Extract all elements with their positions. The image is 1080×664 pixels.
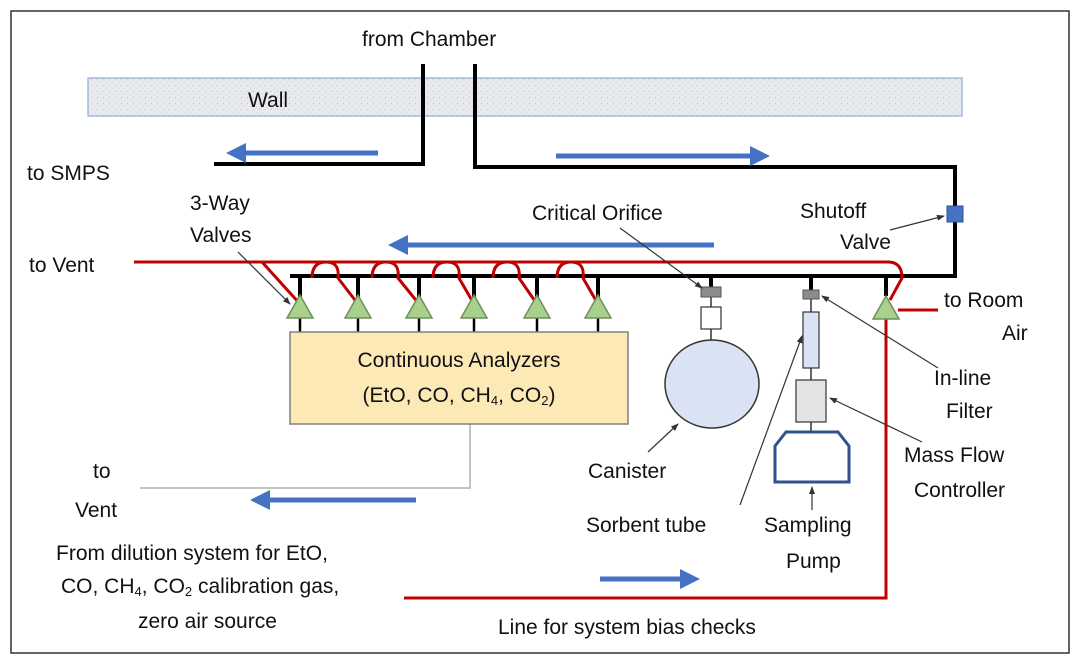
- flow-arrows: [226, 143, 770, 589]
- pointer-mass-flow: [829, 397, 923, 443]
- valve-icon: [343, 293, 373, 319]
- label-mass-flow-1: Mass Flow: [904, 444, 1005, 467]
- callout-lines: [237, 214, 945, 510]
- pointer-sorbent-tube: [739, 335, 803, 506]
- label-sampling-pump-1: Sampling: [764, 514, 852, 537]
- bias-valve-icon: [871, 294, 901, 320]
- label-analyzers-1: Continuous Analyzers: [357, 349, 560, 372]
- outer-border: [10, 10, 1070, 654]
- label-sorbent-tube: Sorbent tube: [586, 514, 706, 537]
- pointer-critical-orifice: [619, 227, 703, 289]
- analyzer-inlets: [298, 318, 600, 332]
- wall: [87, 77, 963, 117]
- bias-check-line: [404, 318, 888, 600]
- valve-icon: [522, 293, 552, 319]
- canister-icon: [664, 339, 760, 429]
- mass-flow-controller-icon: [795, 379, 827, 423]
- tubing-to-smps: [214, 64, 425, 166]
- label-sampling-pump-2: Pump: [786, 550, 841, 573]
- label-shutoff-valve-1: Shutoff: [800, 200, 866, 223]
- label-critical-orifice: Critical Orifice: [532, 202, 663, 225]
- label-analyzers-2: (EtO, CO, CH4, CO2): [363, 384, 556, 408]
- label-to-room-air-1: to Room: [944, 289, 1023, 312]
- label-dilution-3: zero air source: [138, 610, 277, 633]
- canister-fitting: [700, 306, 722, 330]
- pointer-canister: [647, 423, 679, 453]
- label-mass-flow-2: Controller: [914, 479, 1005, 502]
- valve-icon: [404, 293, 434, 319]
- label-wall: Wall: [248, 89, 288, 112]
- vent-lines: [134, 260, 938, 600]
- valve-icon: [583, 293, 613, 319]
- label-three-way-valves-2: Valves: [190, 224, 251, 247]
- label-to-vent-bottom-1: to: [93, 460, 111, 483]
- label-three-way-valves-1: 3-Way: [190, 192, 250, 215]
- vent-loop-valve-2: [310, 260, 360, 305]
- valve-icon: [285, 293, 315, 319]
- sampling-pump-icon: [773, 430, 851, 484]
- vent-loop-valve-6: [555, 260, 600, 305]
- pointer-three-way-valves: [237, 251, 291, 305]
- three-way-valves: [285, 293, 901, 320]
- sorbent-tube-icon: [802, 311, 820, 369]
- pointer-inline-filter: [821, 295, 939, 369]
- label-inline-filter-2: Filter: [946, 400, 993, 423]
- label-dilution-1: From dilution system for EtO,: [56, 542, 328, 565]
- label-bias-line: Line for system bias checks: [498, 616, 756, 639]
- label-shutoff-valve-2: Valve: [840, 231, 891, 254]
- label-inline-filter-1: In-line: [934, 367, 991, 390]
- label-dilution-2: CO, CH4, CO2 calibration gas,: [61, 575, 339, 599]
- label-to-vent-bottom-2: Vent: [75, 499, 117, 522]
- label-to-smps: to SMPS: [27, 162, 110, 185]
- inline-filter-icon: [802, 289, 820, 300]
- shutoff-valve-icon: [946, 205, 964, 223]
- continuous-analyzers-box: [289, 331, 629, 425]
- vent-loop-valve-4: [431, 260, 476, 305]
- label-canister: Canister: [588, 460, 666, 483]
- vent-loop-valve-3: [370, 260, 421, 305]
- label-to-room-air-2: Air: [1002, 322, 1028, 345]
- label-from-chamber: from Chamber: [362, 28, 496, 51]
- vent-loop-end: [887, 260, 904, 301]
- label-to-vent-top: to Vent: [29, 254, 95, 277]
- pointer-shutoff-valve: [889, 214, 945, 231]
- tubing-main-line: [290, 64, 957, 278]
- critical-orifice-icon: [700, 286, 722, 298]
- vent-branch-valve-1: [260, 260, 302, 306]
- analyzer-exhaust-line: [140, 424, 471, 489]
- vent-loop-valve-5: [491, 260, 539, 305]
- valve-icon: [459, 293, 489, 319]
